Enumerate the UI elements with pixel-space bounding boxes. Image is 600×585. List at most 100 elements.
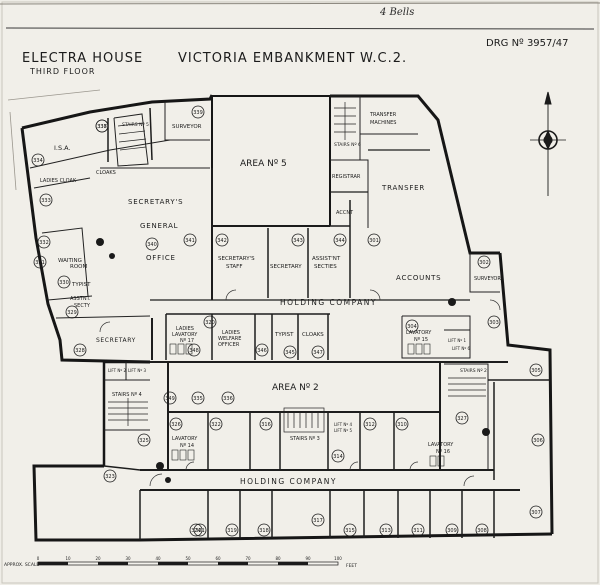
floor-label: THIRD FLOOR <box>29 67 95 76</box>
room-number: 344 <box>335 238 345 244</box>
room-number-circle <box>39 193 53 207</box>
room-stairs-4: STAIRS Nº 4 <box>112 392 142 398</box>
room-ladies-cloak: LADIES CLOAK <box>40 178 77 184</box>
room-number-circle <box>65 305 79 319</box>
room-number-circle <box>31 153 45 167</box>
room-number-circle <box>215 233 229 247</box>
room-stairs-6: STAIRS Nº 6 <box>334 142 361 148</box>
scale-unit: FEET <box>346 563 357 569</box>
room-lift-a: LIFT Nº 1 <box>448 338 467 343</box>
scale-tick-label: 0 <box>37 556 40 561</box>
room-number: 329 <box>67 310 77 316</box>
room-number: 335 <box>193 396 203 402</box>
room-lift-d: LIFT Nº 4 <box>334 422 353 427</box>
room-number: 322 <box>211 422 221 428</box>
room-number-circle <box>311 345 325 359</box>
holding-company-upper: HOLDING COMPANY <box>280 298 377 307</box>
room-number: 326 <box>171 422 181 428</box>
room-number: 302 <box>479 260 489 266</box>
room-number-circle <box>531 433 545 447</box>
room-number: 328 <box>75 348 85 354</box>
room-transfer-machines-1: TRANSFER <box>369 112 397 118</box>
room-number: 319 <box>227 528 237 534</box>
room-ladies-welfare-1: LADIES <box>222 330 240 336</box>
room-number: 305 <box>531 368 541 374</box>
room-number-circle <box>169 417 183 431</box>
scale-tick-label: 100 <box>334 556 342 561</box>
room-number: 301 <box>369 238 379 244</box>
room-secretarys-general-3: OFFICE <box>146 254 176 262</box>
room-accounts: ACCOUNTS <box>396 274 441 282</box>
room-stairs-3: STAIRS Nº 3 <box>290 436 320 442</box>
room-number-circle <box>103 469 117 483</box>
room-number-circle <box>379 523 393 537</box>
room-number-circle <box>367 233 381 247</box>
street-name: VICTORIA EMBANKMENT <box>178 51 355 66</box>
north-arrow-icon <box>530 91 566 196</box>
room-number: 333 <box>41 198 51 204</box>
room-number: 349 <box>165 396 175 402</box>
scale-tick-label: 60 <box>215 556 221 561</box>
scale-tick-label: 50 <box>185 556 191 561</box>
room-isa: I.S.A. <box>54 144 71 152</box>
room-lift-f: LIFT Nº 6 <box>452 346 471 351</box>
interior-walls <box>29 95 550 540</box>
room-number: 338 <box>97 124 107 130</box>
room-registrar: REGISTRAR <box>332 174 361 180</box>
room-assist-secties-1: ASSIST'NT <box>312 256 341 262</box>
fire-point-symbols <box>96 238 490 483</box>
door-swings <box>99 289 501 487</box>
room-secretarys-general-1: SECRETARY'S <box>128 198 183 206</box>
room-lift-b: LIFT Nº 2 <box>108 368 127 373</box>
room-number: 307 <box>531 510 541 516</box>
room-ladies-welfare-2: WELFARE <box>218 336 241 342</box>
room-lavatory-15-1: LAVATORY <box>406 330 432 336</box>
area-2-label: AREA Nº 2 <box>272 383 319 393</box>
room-number-circle <box>405 319 419 333</box>
room-number-circle <box>477 255 491 269</box>
scale-label: APPROX. SCALE <box>4 562 39 568</box>
room-number: 348 <box>189 348 199 354</box>
room-waiting-2: ROOM <box>70 264 87 270</box>
room-number: 347 <box>313 350 323 356</box>
room-secretarys-staff-2: STAFF <box>226 264 243 270</box>
room-surveyor-top: SURVEYOR <box>172 124 202 130</box>
room-asst-secty-1: ASSTNT. <box>70 296 91 302</box>
room-accnt: ACCNT <box>336 210 354 216</box>
room-number: 306 <box>533 438 543 444</box>
room-number-circle <box>283 345 297 359</box>
room-assist-secties-2: SECTIES <box>314 264 337 270</box>
room-number: 308 <box>477 528 487 534</box>
room-secretarys-general-2: GENERAL <box>140 222 178 230</box>
area-5-label: AREA Nº 5 <box>240 159 287 169</box>
room-typist-mid: TYPIST <box>274 332 294 338</box>
title-rule <box>5 27 595 30</box>
room-number: 331 <box>35 260 45 266</box>
room-number-circle <box>203 315 217 329</box>
room-number: 337 <box>97 124 107 130</box>
room-number: 332 <box>39 240 49 246</box>
room-number: 303 <box>489 320 499 326</box>
scale-tick-label: 90 <box>305 556 311 561</box>
room-lavatory-16-2: Nº 16 <box>436 449 450 455</box>
room-ladies-welfare-3: OFFICER <box>218 342 240 348</box>
room-number: 316 <box>261 422 271 428</box>
room-number: 318 <box>259 528 269 534</box>
room-number: 312 <box>365 422 375 428</box>
room-number-circle <box>189 523 203 537</box>
room-number-circle <box>255 343 269 357</box>
room-number-circle <box>33 255 47 269</box>
room-number: 343 <box>293 238 303 244</box>
room-number-circle <box>37 235 51 249</box>
room-number-circle <box>475 523 489 537</box>
room-secretarys-staff-1: SECRETARY'S <box>218 256 255 262</box>
scale-tick-label: 70 <box>245 556 251 561</box>
room-transfer-machines-2: MACHINES <box>370 120 396 126</box>
room-number-circle <box>187 343 201 357</box>
sanitary-fixtures <box>169 343 445 467</box>
room-number-circle <box>191 391 205 405</box>
scale-tick-label: 40 <box>155 556 161 561</box>
room-lift-e: LIFT Nº 5 <box>334 428 353 433</box>
room-asst-secty-2: SECTY <box>74 303 91 309</box>
